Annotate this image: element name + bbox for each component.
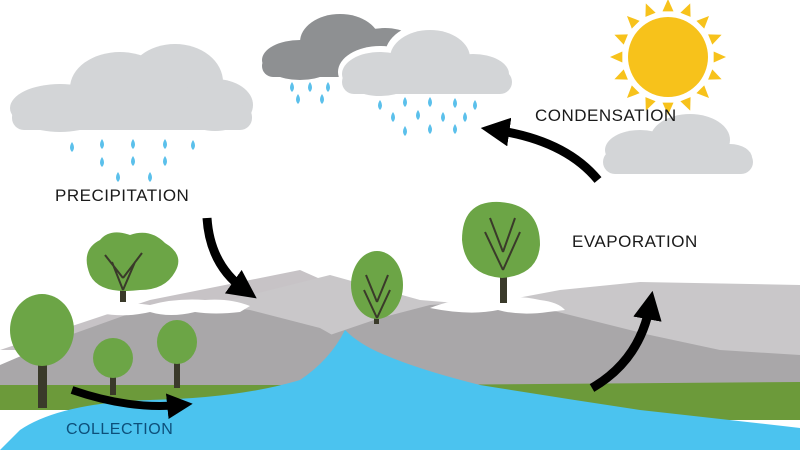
- raindrop: [428, 124, 432, 134]
- raindrop: [320, 94, 324, 104]
- raindrop: [308, 82, 312, 92]
- raindrop: [463, 112, 467, 122]
- cloud-light-center: [338, 23, 515, 98]
- snow-cap-left: [100, 299, 250, 316]
- sun-ray: [713, 51, 726, 63]
- raindrop: [403, 97, 407, 107]
- river-water: [0, 330, 800, 450]
- raindrop: [163, 156, 167, 166]
- sun-ray: [680, 97, 691, 111]
- raindrop: [100, 139, 104, 149]
- sun-ray: [614, 69, 628, 80]
- sun-ray: [662, 0, 674, 12]
- raindrop: [326, 82, 330, 92]
- tree-far-left: [10, 294, 74, 408]
- raindrop: [416, 110, 420, 120]
- arrow-condensation: [480, 117, 602, 183]
- raindrops: [70, 82, 477, 182]
- raindrop: [163, 139, 167, 149]
- sun-ray: [626, 85, 640, 99]
- raindrop: [403, 126, 407, 136]
- raindrop: [391, 112, 395, 122]
- sun-ray: [708, 69, 722, 80]
- tree-small-left-1: [93, 338, 133, 395]
- raindrop: [100, 157, 104, 167]
- tree-on-middle-mountain: [351, 251, 403, 324]
- collection-label: COLLECTION: [66, 421, 174, 438]
- raindrop: [70, 142, 74, 152]
- sun-ray: [696, 85, 710, 99]
- snow-cap-right: [430, 297, 565, 314]
- sun-ray: [680, 3, 691, 17]
- condensation-label: CONDENSATION: [535, 106, 677, 125]
- sun-ray: [645, 97, 656, 111]
- sun-ray: [626, 15, 640, 29]
- raindrop: [428, 97, 432, 107]
- arrow-collection: [70, 386, 193, 420]
- sun-ray: [645, 3, 656, 17]
- tree-on-right-mountain: [462, 201, 540, 303]
- cloud-small-right: [603, 114, 753, 174]
- raindrop: [473, 100, 477, 110]
- raindrop: [131, 156, 135, 166]
- cloud-precipitation: [10, 44, 253, 132]
- front-mountain-right: [330, 302, 800, 395]
- raindrop: [453, 124, 457, 134]
- evaporation-label: EVAPORATION: [572, 232, 698, 251]
- raindrop: [148, 172, 152, 182]
- raindrop: [441, 112, 445, 122]
- sun-icon: [610, 0, 726, 115]
- tree-on-left-mountain: [86, 232, 179, 302]
- arrow-precipitation: [202, 217, 257, 299]
- raindrop: [290, 82, 294, 92]
- raindrop: [378, 100, 382, 110]
- sun-ray: [696, 15, 710, 29]
- arrow-evaporation: [589, 290, 662, 392]
- raindrop: [296, 94, 300, 104]
- tree-small-left-2: [157, 320, 197, 388]
- sun-ray: [708, 34, 722, 45]
- raindrop: [131, 139, 135, 149]
- raindrop: [453, 98, 457, 108]
- raindrop: [191, 140, 195, 150]
- precipitation-label: PRECIPITATION: [55, 186, 190, 205]
- sun-ray: [662, 102, 674, 115]
- sun-ray: [614, 34, 628, 45]
- raindrop: [116, 172, 120, 182]
- sun-ray: [610, 51, 623, 63]
